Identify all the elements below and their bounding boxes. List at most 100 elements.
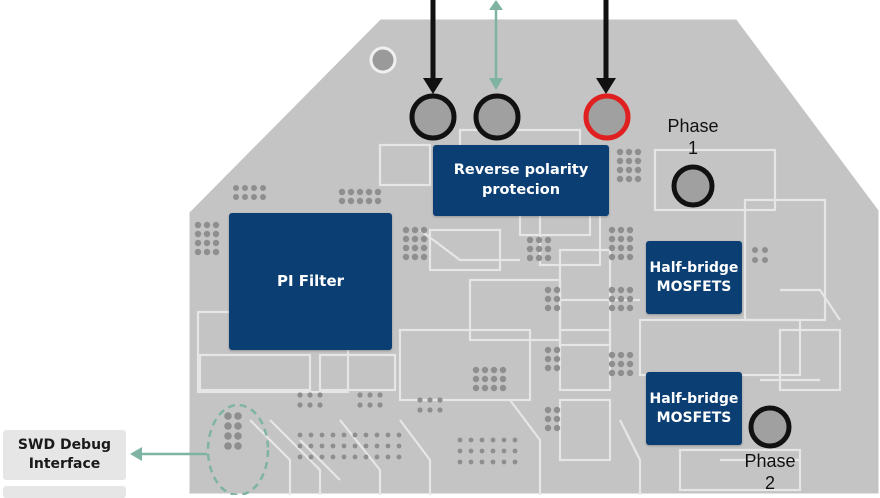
- input-arrow-left: [423, 0, 443, 94]
- via: [457, 448, 463, 454]
- via: [479, 437, 485, 443]
- trace-outline: [653, 148, 777, 212]
- via: [472, 366, 480, 374]
- via: [490, 375, 498, 383]
- via: [762, 257, 768, 263]
- pcb-traces: [196, 128, 842, 495]
- via: [341, 454, 347, 460]
- via: [357, 402, 363, 408]
- via: [224, 412, 232, 420]
- via: [402, 244, 410, 252]
- via: [234, 432, 242, 440]
- phase-1-label: Phase 1: [658, 115, 728, 159]
- via: [481, 375, 489, 383]
- via: [260, 194, 266, 200]
- via: [617, 360, 625, 368]
- via: [338, 197, 346, 205]
- via: [501, 459, 507, 465]
- via: [251, 185, 257, 191]
- via: [457, 437, 463, 443]
- via: [468, 459, 474, 465]
- via: [363, 454, 369, 460]
- trace-outline: [778, 328, 842, 392]
- via: [608, 369, 616, 377]
- via: [468, 448, 474, 454]
- half-bridge-block-2: Half-bridge MOSFETS: [646, 372, 742, 445]
- half-bridge-block-1: Half-bridge MOSFETS: [646, 241, 742, 314]
- via: [357, 392, 363, 398]
- via: [427, 407, 433, 413]
- via: [437, 397, 443, 403]
- via: [626, 351, 634, 359]
- via: [356, 197, 364, 205]
- via: [625, 166, 633, 174]
- via: [634, 166, 642, 174]
- via: [608, 286, 616, 294]
- via: [479, 459, 485, 465]
- via: [352, 454, 358, 460]
- via: [367, 392, 373, 398]
- via: [634, 148, 642, 156]
- via: [385, 454, 391, 460]
- via: [347, 197, 355, 205]
- via: [608, 351, 616, 359]
- input-arrow-right: [596, 0, 616, 94]
- via: [544, 364, 552, 372]
- via: [553, 364, 561, 372]
- via: [479, 448, 485, 454]
- via: [617, 253, 625, 261]
- phase-1-word: Phase: [667, 116, 719, 136]
- via: [608, 235, 616, 243]
- via: [626, 244, 634, 252]
- via: [762, 247, 768, 253]
- via: [319, 443, 325, 449]
- via: [526, 254, 534, 262]
- via: [234, 442, 242, 450]
- via: [224, 432, 232, 440]
- via: [396, 432, 402, 438]
- trace: [780, 288, 841, 321]
- via: [417, 407, 423, 413]
- via: [490, 459, 496, 465]
- via: [233, 185, 239, 191]
- via: [385, 432, 391, 438]
- via: [501, 448, 507, 454]
- via: [472, 384, 480, 392]
- swd-debug-label: SWD Debug Interface: [17, 437, 112, 472]
- trace-outline: [678, 448, 802, 492]
- via: [411, 235, 419, 243]
- via: [616, 148, 624, 156]
- via: [626, 304, 634, 312]
- via: [512, 437, 518, 443]
- via: [617, 304, 625, 312]
- via: [420, 244, 428, 252]
- via: [616, 175, 624, 183]
- via: [544, 415, 552, 423]
- via: [319, 432, 325, 438]
- via: [411, 244, 419, 252]
- via: [194, 239, 202, 247]
- via: [616, 166, 624, 174]
- via: [212, 230, 220, 238]
- via: [616, 157, 624, 165]
- via: [553, 355, 561, 363]
- via: [297, 392, 303, 398]
- terminal-black-1: [409, 93, 457, 141]
- via: [308, 443, 314, 449]
- via: [212, 221, 220, 229]
- via: [242, 194, 248, 200]
- via: [377, 392, 383, 398]
- via: [437, 407, 443, 413]
- via: [365, 188, 373, 196]
- via: [544, 286, 552, 294]
- via: [402, 226, 410, 234]
- via: [411, 253, 419, 261]
- via: [608, 244, 616, 252]
- via: [374, 188, 382, 196]
- via: [626, 235, 634, 243]
- via: [396, 454, 402, 460]
- side-label-box-partial: [3, 486, 126, 498]
- via: [307, 402, 313, 408]
